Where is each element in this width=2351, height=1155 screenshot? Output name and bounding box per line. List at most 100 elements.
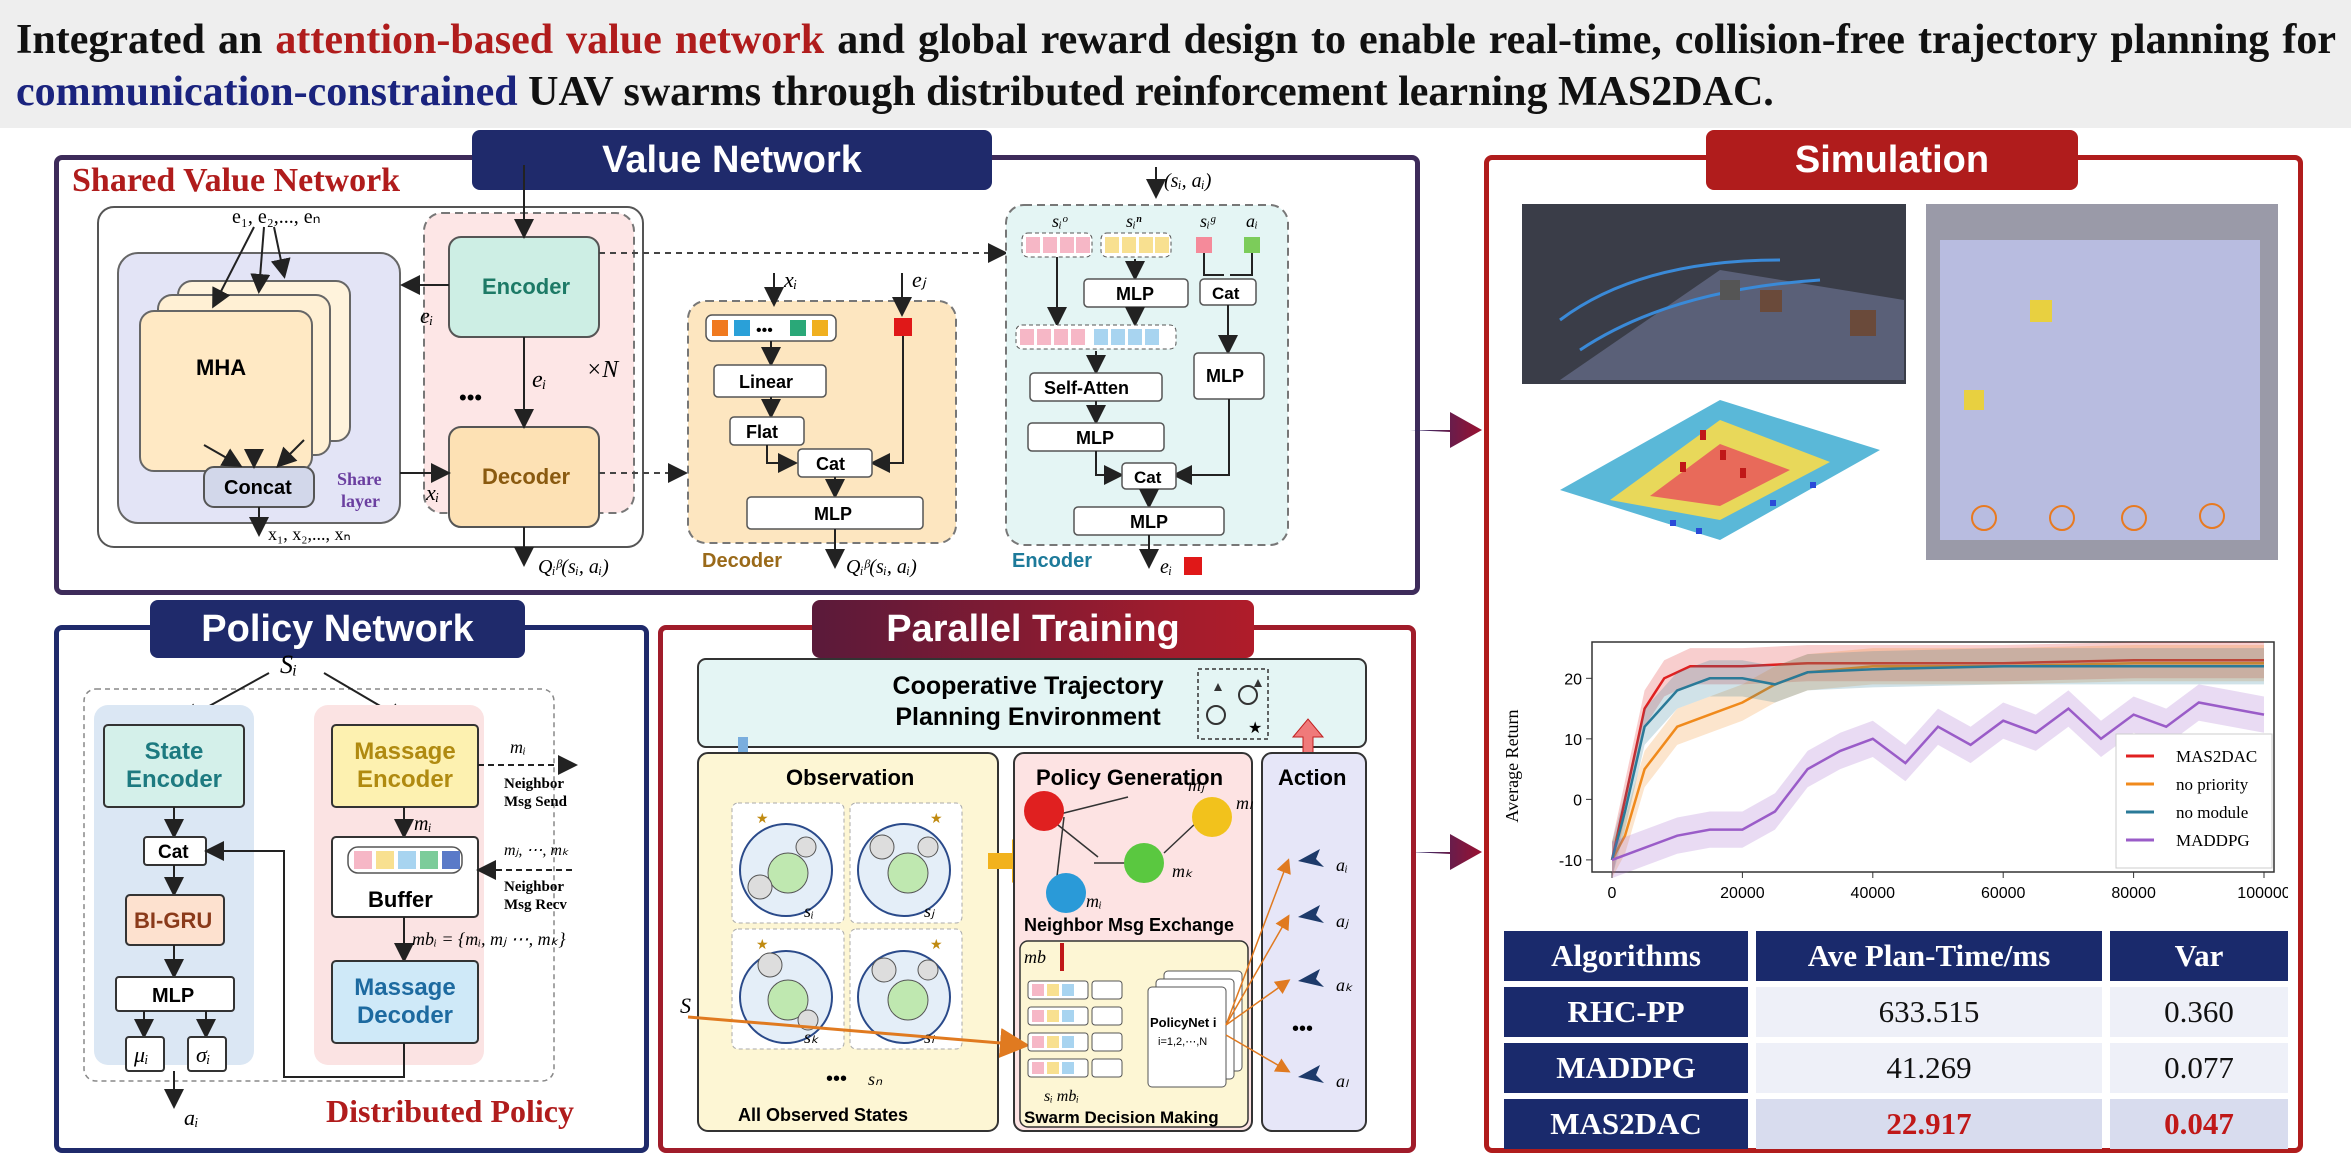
parallel-training-title: Parallel Training	[812, 600, 1254, 658]
action-al: aₗ	[1336, 1071, 1350, 1091]
table-header-plan-time: Ave Plan-Time/ms	[1756, 931, 2102, 981]
value-network-diagram: Shared Value Network e₁, e₂,..., eₙ MHA …	[72, 162, 1289, 578]
encoder-label: Encoder	[482, 274, 570, 299]
table-header-row: Algorithms Ave Plan-Time/ms Var	[1504, 931, 2288, 981]
svg-text:★: ★	[756, 810, 769, 826]
arrow-to-simulation-top	[1410, 412, 1482, 448]
headline-highlight-communication: communication-constrained	[16, 69, 518, 115]
observation-grid: ★★★★	[731, 802, 963, 1050]
arrow-to-simulation-bottom	[1410, 834, 1482, 870]
table-header-var: Var	[2110, 931, 2288, 981]
mb-label: mbᵢ = {mᵢ, mⱼ ⋯, mₖ}	[412, 929, 566, 949]
flow-arrows	[1410, 412, 1482, 870]
mi-buffer-label: mᵢ	[414, 813, 432, 835]
action-ai: aᵢ	[1336, 855, 1348, 875]
neighbor-recv-label-2: Msg Recv	[504, 897, 567, 913]
encoder-cat-top-label: Cat	[1212, 284, 1240, 303]
x-tick-label: 20000	[1720, 885, 1765, 902]
legend-label: MAS2DAC	[2176, 747, 2257, 766]
environment-icon	[1197, 668, 1269, 740]
msg-node-i: mᵢ	[1086, 891, 1102, 911]
x-tick-label: 100000	[2237, 885, 2288, 902]
x-tick-label: 60000	[1981, 885, 2026, 902]
simulation-title: Simulation	[1706, 130, 2078, 190]
table-row: MAS2DAC 22.917 0.047	[1504, 1099, 2288, 1149]
mu-label: μᵢ	[133, 1042, 149, 1067]
policy-network-diagram: Sᵢ State Encoder Cat BI-GRU MLP μᵢ σᵢ aᵢ…	[83, 650, 578, 1130]
sigma-label: σᵢ	[196, 1042, 210, 1067]
ei-side-label: eᵢ	[420, 303, 433, 328]
policy-mlp-block	[115, 976, 235, 1012]
encoder-so-label: sᵢᵒ	[1052, 211, 1068, 231]
policynet-label: PolicyNet i	[1150, 1015, 1216, 1030]
encoder-ai-label: aᵢ	[1246, 211, 1258, 231]
obs-label-k: sₖ	[804, 1027, 819, 1047]
environment-box	[697, 658, 1367, 748]
x-tick-label: 80000	[2111, 885, 2156, 902]
environment-label: Cooperative Trajectory Planning Environm…	[892, 672, 1164, 731]
mb-input-label: mb	[1024, 947, 1046, 967]
svg-text:•••: •••	[756, 322, 773, 339]
y-tick-label: 0	[1573, 792, 1582, 809]
msg-node-l: mₗ	[1236, 793, 1254, 813]
encoder-ei-output: eᵢ	[1160, 556, 1172, 578]
parallel-training-diagram: Cooperative Trajectory Planning Environm…	[680, 658, 1367, 1132]
encoder-detail-label: Encoder	[1012, 550, 1092, 572]
si-input-label: Sᵢ	[280, 650, 297, 679]
action-dots: •••	[1292, 1018, 1313, 1040]
table-cell-algorithm: MADDPG	[1504, 1043, 1748, 1093]
series-band-3	[1612, 684, 2264, 879]
policy-cat-label: Cat	[158, 842, 189, 863]
encoder-self-atten-label: Self-Atten	[1044, 378, 1129, 398]
x-tick-label: 0	[1608, 885, 1617, 902]
obs-label-i: sᵢ	[804, 901, 814, 921]
policy-ai-output: aᵢ	[184, 1105, 198, 1130]
encoder-mlp-right-label: MLP	[1206, 366, 1244, 386]
neighbor-send-label-1: Neighbor	[504, 776, 564, 792]
y-tick-label: -10	[1559, 853, 1582, 870]
e-inputs-label: e₁, e₂,..., eₙ	[232, 206, 321, 228]
y-tick-label: 10	[1564, 732, 1582, 749]
decoder-mlp-label: MLP	[814, 504, 852, 524]
table-header-algorithms: Algorithms	[1504, 931, 1748, 981]
neighbor-send-label-2: Msg Send	[504, 794, 568, 810]
action-aj: aⱼ	[1336, 911, 1350, 931]
svg-text:★: ★	[756, 936, 769, 952]
decoder-xi-label: xᵢ	[783, 267, 797, 292]
decoder-linear-label: Linear	[739, 372, 793, 392]
svg-text:★: ★	[930, 936, 943, 952]
massage-decoder-label: Massage Decoder	[354, 974, 456, 1029]
encoder-mlp-mid-label: MLP	[1076, 428, 1114, 448]
table-cell-algorithm: RHC-PP	[1504, 987, 1748, 1037]
policy-mlp-label: MLP	[152, 985, 194, 1007]
action-ak: aₖ	[1336, 975, 1353, 995]
encoder-cat-bottom-label: Cat	[1134, 468, 1162, 487]
plan-time-table: Algorithms Ave Plan-Time/ms Var RHC-PP 6…	[1496, 925, 2296, 1155]
table-cell-var: 0.077	[2110, 1043, 2288, 1093]
encoder-sn-label: sᵢⁿ	[1126, 211, 1142, 231]
decoder-detail-box	[687, 300, 957, 544]
shared-value-network-label: Shared Value Network	[72, 162, 400, 199]
table-cell-time: 41.269	[1756, 1043, 2102, 1093]
state-encoder-label: State Encoder	[125, 738, 223, 793]
x-outputs-label: x₁, x₂,..., xₙ	[268, 524, 351, 544]
legend-label: no module	[2176, 803, 2248, 822]
q-output-label: Qᵢᵝ(sᵢ, aᵢ)	[538, 556, 609, 578]
table-cell-var: 0.360	[2110, 987, 2288, 1037]
encoder-sg-label: sᵢᵍ	[1200, 211, 1216, 231]
share-layer-label-1: Share	[337, 469, 382, 489]
x-tick-label: 40000	[1851, 885, 1896, 902]
distributed-policy-label: Distributed Policy	[326, 1093, 574, 1129]
policy-inputs	[1027, 970, 1243, 1088]
policy-network-title: Policy Network	[150, 600, 525, 658]
neighbor-recv-label-1: Neighbor	[504, 879, 564, 895]
encoder-mlp-top-label: MLP	[1116, 284, 1154, 304]
msg-node-j: mⱼ	[1188, 775, 1206, 795]
decoder-detail-label: Decoder	[702, 550, 782, 572]
message-graph	[1024, 791, 1232, 913]
headline-text: Integrated an attention-based value netw…	[16, 17, 2336, 115]
all-observed-states-label: All Observed States	[738, 1105, 908, 1125]
decoder-q-output: Qᵢᵝ(sᵢ, aᵢ)	[846, 556, 917, 578]
policy-generation-label: Policy Generation	[1036, 765, 1223, 790]
